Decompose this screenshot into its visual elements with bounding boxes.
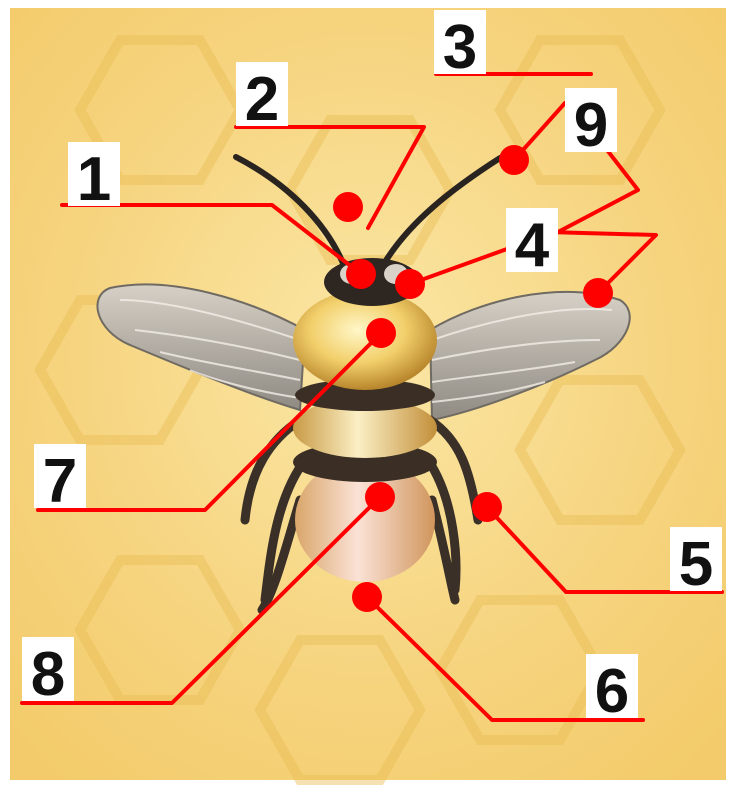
- label-2: 2: [245, 65, 279, 134]
- marker-6: [352, 582, 382, 612]
- label-7: 7: [43, 447, 77, 516]
- label-5: 5: [679, 530, 713, 599]
- label-6: 6: [595, 657, 629, 726]
- label-3: 3: [443, 13, 477, 82]
- marker-8: [365, 482, 395, 512]
- marker-4b: [583, 278, 613, 308]
- label-8: 8: [31, 640, 65, 709]
- marker-4a: [395, 269, 425, 299]
- marker-7: [366, 318, 396, 348]
- marker-2: [333, 192, 363, 222]
- label-1: 1: [77, 145, 111, 214]
- label-4: 4: [515, 211, 550, 280]
- marker-5: [472, 492, 502, 522]
- label-9: 9: [574, 91, 608, 160]
- marker-9: [499, 145, 529, 175]
- marker-1: [346, 259, 376, 289]
